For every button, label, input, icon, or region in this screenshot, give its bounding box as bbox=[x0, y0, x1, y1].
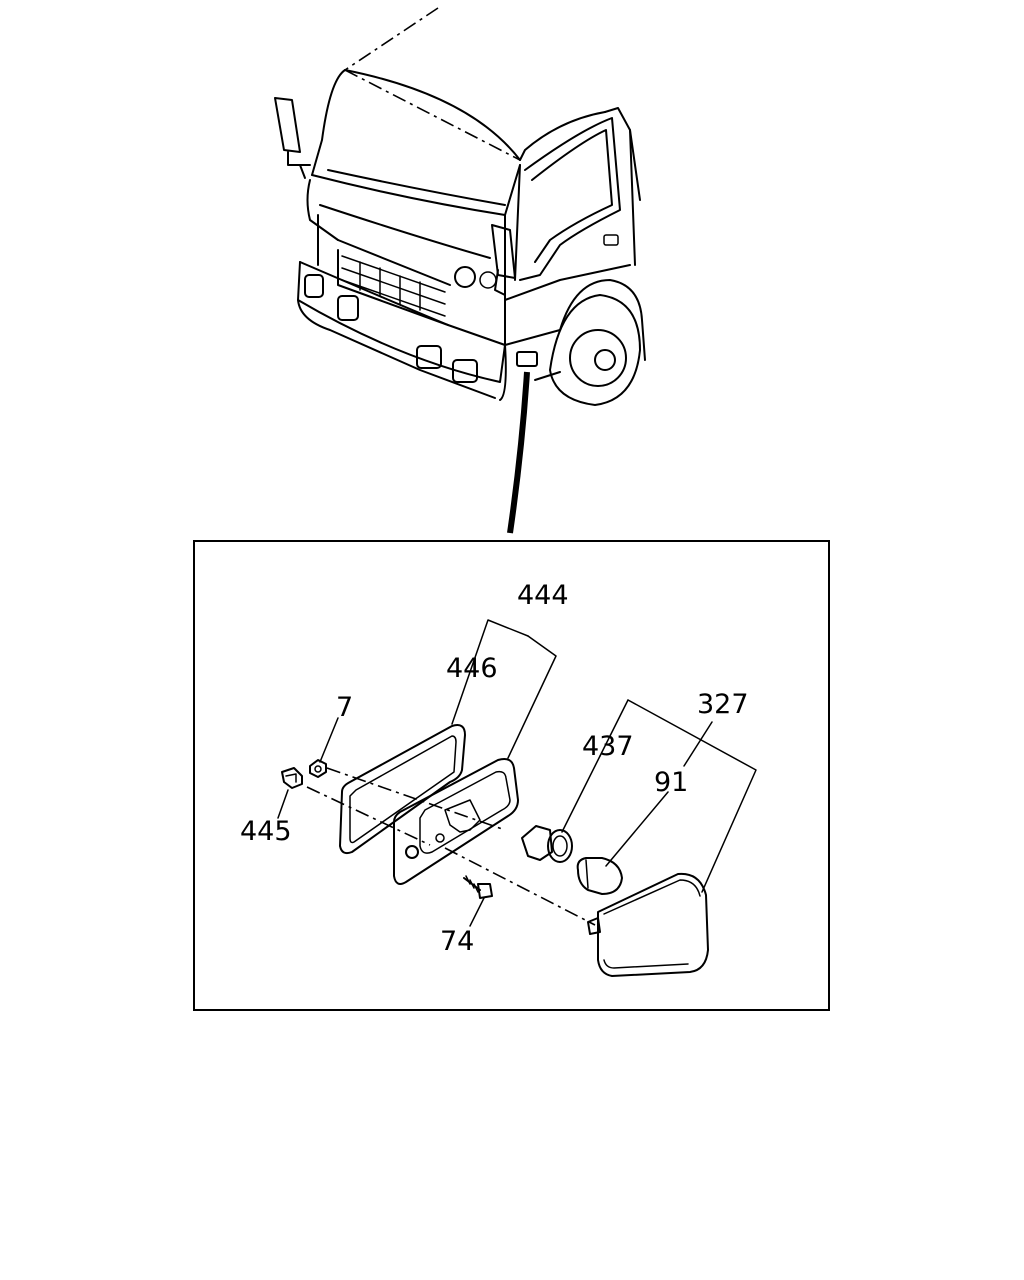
bulb-91 bbox=[576, 857, 623, 895]
callout-444: 444 bbox=[517, 580, 569, 611]
gasket-446 bbox=[339, 724, 466, 855]
callout-91: 91 bbox=[654, 767, 688, 798]
nut-7 bbox=[309, 759, 327, 778]
callout-74: 74 bbox=[440, 926, 474, 957]
housing-444 bbox=[393, 758, 519, 885]
callout-7: 7 bbox=[336, 692, 353, 723]
clip-445 bbox=[281, 767, 303, 789]
truck-cab-illustration bbox=[274, 7, 646, 534]
screw-74 bbox=[463, 875, 493, 899]
callout-leaders bbox=[277, 619, 757, 927]
callout-327: 327 bbox=[697, 689, 749, 720]
socket-437 bbox=[521, 825, 573, 863]
callout-437: 437 bbox=[582, 731, 634, 762]
lens-327 bbox=[587, 872, 709, 977]
callout-445: 445 bbox=[240, 816, 292, 847]
detail-frame bbox=[193, 540, 830, 1011]
callout-446: 446 bbox=[446, 653, 498, 684]
